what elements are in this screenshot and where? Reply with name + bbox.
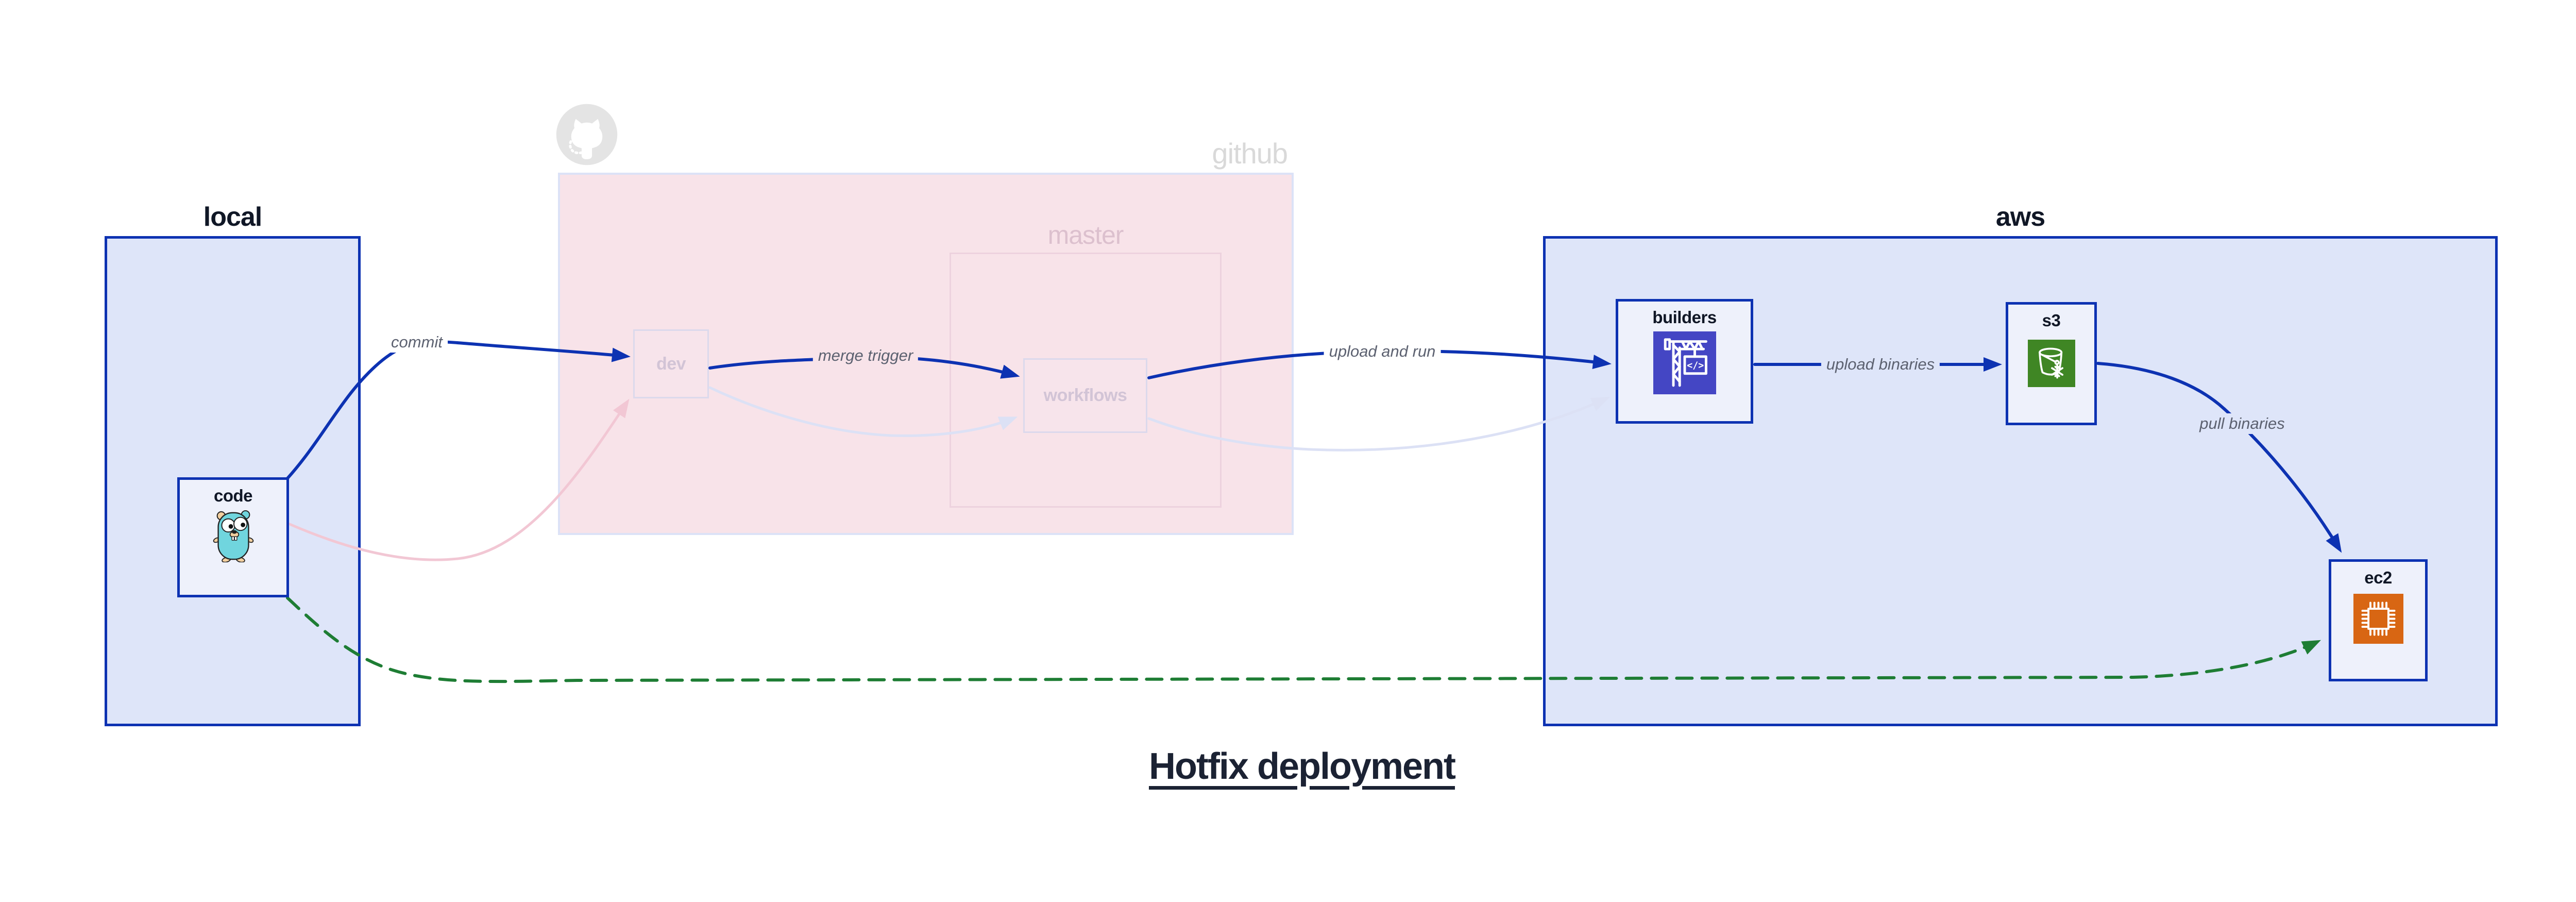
svg-text:</>: </> bbox=[1687, 360, 1704, 371]
s3-title: s3 bbox=[2042, 311, 2061, 330]
codebuild-crane-icon: </> bbox=[1653, 331, 1716, 394]
node-workflows: workflows bbox=[1023, 358, 1147, 433]
local-label: local bbox=[203, 202, 263, 232]
code-title: code bbox=[213, 486, 253, 505]
ec2-title: ec2 bbox=[2364, 568, 2392, 587]
master-label: master bbox=[1047, 221, 1124, 249]
dev-title: dev bbox=[656, 354, 686, 374]
edge-label-merge-trigger: merge trigger bbox=[812, 345, 919, 366]
builders-title: builders bbox=[1652, 308, 1717, 327]
edge-pull-binaries bbox=[2096, 362, 2342, 553]
edge-label-upload-and-run: upload and run bbox=[1324, 341, 1441, 362]
gopher-icon bbox=[213, 510, 253, 562]
s3-bucket-icon bbox=[2027, 340, 2075, 387]
edge-dev-workflows-faded bbox=[708, 386, 1018, 437]
ec2-chip-icon bbox=[2353, 594, 2403, 644]
node-builders: builders </> bbox=[1616, 299, 1753, 424]
workflows-title: workflows bbox=[1043, 386, 1127, 405]
edge-label-commit: commit bbox=[386, 332, 448, 353]
edge-label-pull-binaries: pull binaries bbox=[2194, 413, 2290, 434]
node-s3: s3 bbox=[2006, 302, 2097, 425]
node-dev: dev bbox=[633, 329, 709, 398]
github-label: github bbox=[1212, 137, 1288, 170]
container-master: master bbox=[950, 221, 1222, 508]
edge-hotfix-dashed bbox=[286, 596, 2321, 683]
octocat-icon bbox=[554, 102, 619, 167]
node-code: code bbox=[177, 477, 289, 597]
diagram-title: Hotfix deployment bbox=[1148, 746, 1456, 787]
edge-workflows-builders-faded bbox=[1147, 396, 1611, 452]
edge-code-dev-faded bbox=[287, 398, 630, 561]
node-ec2: ec2 bbox=[2329, 559, 2428, 681]
edge-commit bbox=[286, 340, 631, 480]
aws-label: aws bbox=[1995, 202, 2045, 232]
edge-label-upload-binaries: upload binaries bbox=[1821, 354, 1940, 375]
